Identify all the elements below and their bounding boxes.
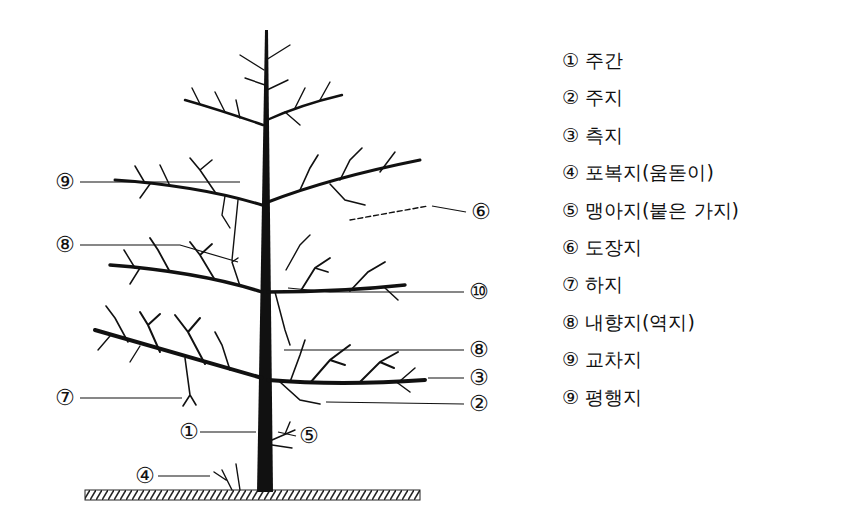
branches <box>95 45 428 490</box>
callout-number: ⑩ <box>468 280 490 304</box>
legend-item: ⑨ 평행지 <box>562 385 642 409</box>
legend-item: ⑧ 내향지(역지) <box>562 310 695 334</box>
legend-item: ⑦ 하지 <box>562 272 623 296</box>
callout-number: ② <box>468 392 490 416</box>
legend-item: ③ 측지 <box>562 123 623 147</box>
callout-number: ① <box>178 420 200 444</box>
callout-number: ⑦ <box>54 386 76 410</box>
ground <box>85 490 420 500</box>
legend-item: ① 주간 <box>562 48 623 72</box>
leader-lines <box>80 182 466 476</box>
legend-item: ④ 포복지(움돋이) <box>562 160 714 184</box>
legend-item: ⑤ 맹아지(붙은 가지) <box>562 198 739 222</box>
legend-item: ⑥ 도장지 <box>562 235 642 259</box>
trunk <box>257 30 273 492</box>
legend-item: ⑨ 교차지 <box>562 347 642 371</box>
callout-number: ⑤ <box>298 424 320 448</box>
callout-number: ③ <box>468 366 490 390</box>
callout-number: ⑥ <box>470 200 492 224</box>
callout-number: ⑧ <box>468 338 490 362</box>
callout-number: ⑧ <box>54 233 76 257</box>
legend-item: ② 주지 <box>562 85 623 109</box>
callout-number: ⑨ <box>54 170 76 194</box>
callout-number: ④ <box>134 464 156 488</box>
